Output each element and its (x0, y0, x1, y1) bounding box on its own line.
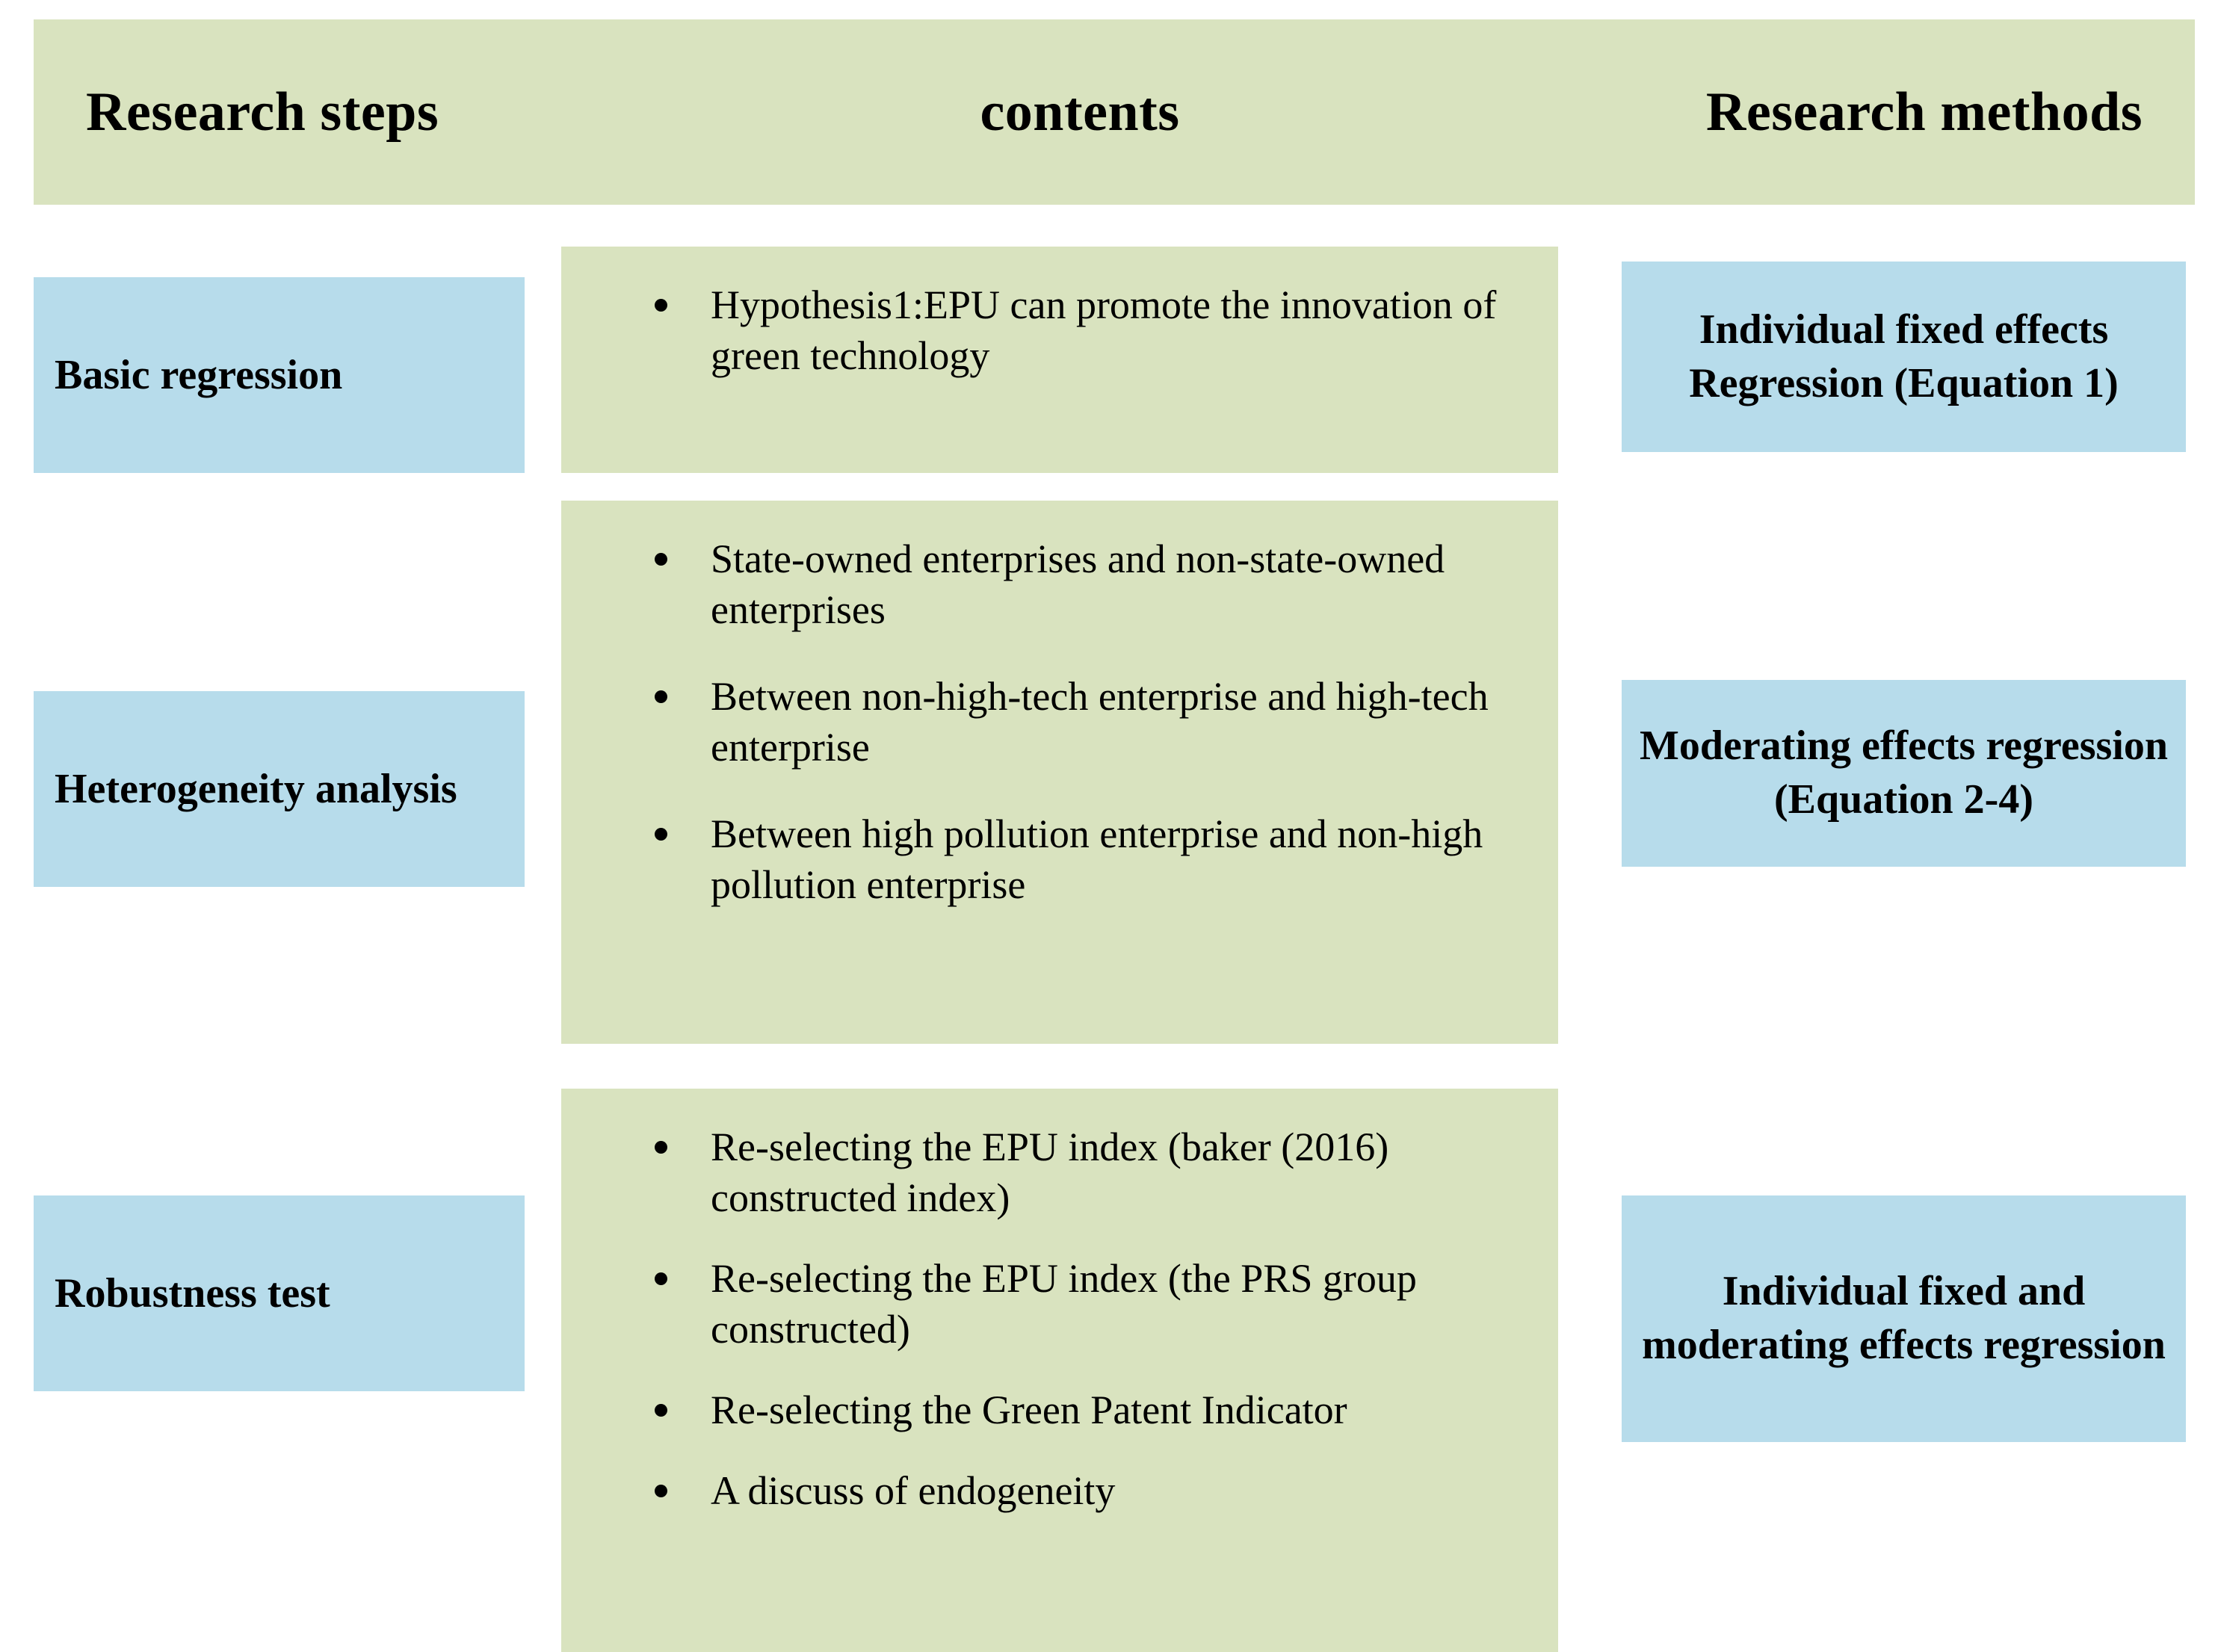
header-research-methods: Research methods (1705, 81, 2143, 143)
method-label: Individual fixed and moderating effects … (1642, 1268, 2166, 1368)
list-item: State-owned enterprises and non-state-ow… (561, 533, 1558, 635)
bullet-dot-icon (655, 828, 667, 841)
method-box-heterogeneity-analysis[interactable]: Moderating effects regression (Equation … (1622, 680, 2186, 867)
method-label: Moderating effects regression (Equation … (1639, 723, 2169, 823)
bullet-list: Hypothesis1:EPU can promote the innovati… (561, 279, 1558, 381)
bullet-dot-icon (655, 299, 667, 312)
bullet-dot-icon (655, 1272, 667, 1286)
bullet-list: State-owned enterprises and non-state-ow… (561, 533, 1558, 910)
step-box-robustness-test[interactable]: Robustness test (34, 1195, 525, 1391)
list-item: Re-selecting the EPU index (baker (2016)… (561, 1122, 1558, 1223)
method-box-robustness-test[interactable]: Individual fixed and moderating effects … (1622, 1195, 2186, 1442)
step-box-heterogeneity-analysis[interactable]: Heterogeneity analysis (34, 691, 525, 887)
bullet-text: Between high pollution enterprise and no… (711, 811, 1483, 908)
bullet-list: Re-selecting the EPU index (baker (2016)… (561, 1122, 1558, 1516)
step-label: Robustness test (55, 1270, 330, 1317)
bullet-text: Re-selecting the EPU index (the PRS grou… (711, 1256, 1417, 1352)
list-item: Re-selecting the EPU index (the PRS grou… (561, 1253, 1558, 1355)
method-label: Individual fixed effects Regression (Equ… (1689, 306, 2119, 406)
header-research-steps: Research steps (86, 81, 439, 143)
bullet-text: Between non-high-tech enterprise and hig… (711, 674, 1489, 770)
bullet-dot-icon (655, 553, 667, 566)
content-box-heterogeneity-analysis: State-owned enterprises and non-state-ow… (561, 501, 1558, 1044)
step-label: Basic regression (55, 352, 343, 398)
list-item: A discuss of endogeneity (561, 1465, 1558, 1516)
method-box-basic-regression[interactable]: Individual fixed effects Regression (Equ… (1622, 262, 2186, 452)
step-label: Heterogeneity analysis (55, 766, 457, 812)
list-item: Re-selecting the Green Patent Indicator (561, 1385, 1558, 1435)
bullet-text: Hypothesis1:EPU can promote the innovati… (711, 282, 1497, 379)
header-contents: contents (980, 81, 1180, 143)
list-item: Between high pollution enterprise and no… (561, 808, 1558, 910)
content-box-robustness-test: Re-selecting the EPU index (baker (2016)… (561, 1089, 1558, 1652)
bullet-dot-icon (655, 1404, 667, 1417)
content-box-basic-regression: Hypothesis1:EPU can promote the innovati… (561, 247, 1558, 473)
bullet-text: A discuss of endogeneity (711, 1468, 1116, 1514)
bullet-dot-icon (655, 1141, 667, 1154)
bullet-text: Re-selecting the Green Patent Indicator (711, 1388, 1347, 1433)
list-item: Between non-high-tech enterprise and hig… (561, 671, 1558, 773)
bullet-dot-icon (655, 690, 667, 704)
list-item: Hypothesis1:EPU can promote the innovati… (561, 279, 1558, 381)
header-bar: Research steps contents Research methods (34, 19, 2195, 205)
bullet-dot-icon (655, 1485, 667, 1498)
bullet-text: State-owned enterprises and non-state-ow… (711, 536, 1445, 633)
step-box-basic-regression[interactable]: Basic regression (34, 277, 525, 473)
bullet-text: Re-selecting the EPU index (baker (2016)… (711, 1124, 1389, 1221)
